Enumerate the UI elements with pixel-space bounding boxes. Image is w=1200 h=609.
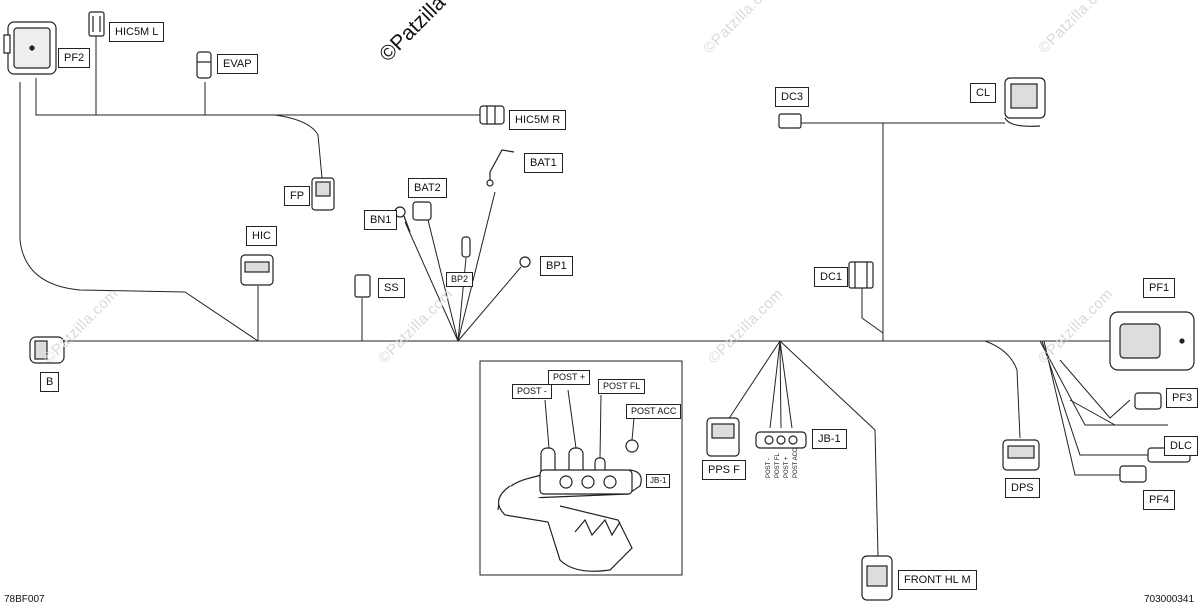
dc3-connector <box>778 113 802 129</box>
inset-post-minus: POST - <box>512 384 552 399</box>
label-pps-f: PPS F <box>702 460 746 480</box>
label-hic5m-r: HIC5M R <box>509 110 567 130</box>
dc1-connector <box>848 261 874 289</box>
bp1-terminal <box>519 256 531 268</box>
pf2-connector <box>3 21 57 75</box>
label-dlc: DLC <box>1164 436 1199 456</box>
pps-f-connector <box>706 417 740 457</box>
inset-post-plus: POST + <box>548 370 591 385</box>
ss-connector <box>354 274 371 298</box>
dps-connector <box>1002 439 1040 471</box>
pf1-connector <box>1109 311 1195 371</box>
label-dc3: DC3 <box>775 87 810 107</box>
label-pf1: PF1 <box>1143 278 1176 298</box>
label-hic: HIC <box>246 226 277 246</box>
bp2-terminal <box>461 236 471 258</box>
label-ss: SS <box>378 278 405 298</box>
bat2-terminal <box>412 201 432 221</box>
label-pf4: PF4 <box>1143 490 1176 510</box>
label-cl: CL <box>970 83 997 103</box>
cl-connector <box>1004 77 1046 127</box>
label-bat1: BAT1 <box>524 153 563 173</box>
pf3-connector <box>1134 392 1162 410</box>
figure-code-right: 703000341 <box>1144 594 1195 605</box>
bat1-terminal <box>486 149 515 187</box>
inset-jb1-tag: JB-1 <box>646 474 671 488</box>
figure-code-left: 78BF007 <box>4 594 45 605</box>
bn1-terminal <box>394 206 411 233</box>
hic-connector <box>240 254 274 286</box>
jb1-block <box>755 431 807 449</box>
label-dps: DPS <box>1005 478 1040 498</box>
label-front-hl-m: FRONT HL M <box>898 570 977 590</box>
label-dc1: DC1 <box>814 267 849 287</box>
inset-post-fl: POST FL <box>598 379 646 394</box>
front-hl-m-connector <box>861 555 893 601</box>
label-bp2: BP2 <box>446 272 474 287</box>
label-b: B <box>40 372 60 392</box>
label-bat2: BAT2 <box>408 178 447 198</box>
jb-term-label: POST ACC <box>793 447 799 478</box>
inset-post-acc: POST ACC <box>626 404 682 419</box>
label-bn1: BN1 <box>364 210 398 230</box>
jb1-detail-inset <box>479 360 683 576</box>
pf2-branch-wire <box>19 82 259 342</box>
label-evap: EVAP <box>217 54 258 74</box>
label-bp1: BP1 <box>540 256 573 276</box>
jb-term-label: POST FL <box>775 453 781 478</box>
hic5m-r-connector <box>479 105 505 125</box>
evap-connector <box>196 51 212 79</box>
top-harness-wire <box>35 78 480 116</box>
label-jb1: JB-1 <box>812 429 847 449</box>
label-pf3: PF3 <box>1166 388 1199 408</box>
label-fp: FP <box>284 186 311 206</box>
label-hic5m-l: HIC5M L <box>109 22 165 42</box>
jb-term-label: POST - <box>766 458 772 478</box>
b-connector <box>29 336 65 364</box>
hic5m-l-connector <box>88 11 105 37</box>
fp-connector <box>311 177 335 211</box>
jb-term-label: POST + <box>784 456 790 478</box>
pf4-connector <box>1119 465 1147 483</box>
label-pf2: PF2 <box>58 48 91 68</box>
